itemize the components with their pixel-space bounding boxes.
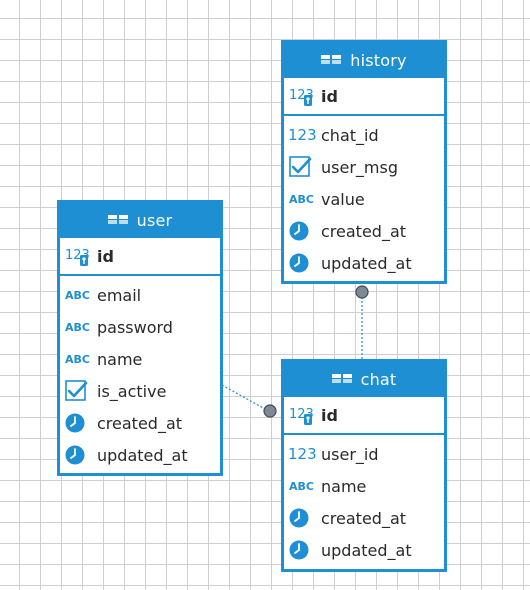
svg-text:ABC: ABC [289,193,314,206]
checkbox-icon [288,156,316,178]
relation-anchor-history[interactable] [355,285,369,299]
table-icon [321,55,350,66]
clock-icon [288,252,316,274]
numeric-icon: 123 [288,124,316,146]
column-name: created_at [97,413,183,433]
text-icon: ABC [64,284,92,306]
numeric-key-icon: 123 [288,85,316,107]
column-name: updated_at [321,540,412,560]
entity-header-history[interactable]: history [284,43,444,78]
column-name: created_at [321,221,407,241]
svg-text:ABC: ABC [65,321,90,334]
entity-title: user [136,211,173,230]
entity-header-chat[interactable]: chat [284,362,444,397]
column-name: email [97,285,142,305]
column-name: user_id [321,444,379,464]
entity-header-user[interactable]: user [60,203,220,238]
clock-icon [64,412,92,434]
column-row[interactable]: created_at [60,407,220,439]
text-icon: ABC [288,475,316,497]
entity-title: history [350,51,407,70]
numeric-key-icon: 123 [64,245,92,267]
table-icon [107,215,137,226]
numeric-icon: 123 [288,443,316,465]
clock-icon [64,444,92,466]
column-name: chat_id [321,125,379,145]
text-icon: ABC [64,316,92,338]
column-row[interactable]: 123 user_id [284,438,444,470]
column-row[interactable]: updated_at [284,247,444,279]
entity-title: chat [360,370,397,389]
column-row[interactable]: created_at [284,502,444,534]
column-name: id [321,86,338,106]
column-name: updated_at [321,253,412,273]
svg-text:ABC: ABC [65,289,90,302]
numeric-key-icon: 123 [288,404,316,426]
column-name: created_at [321,508,407,528]
svg-text:123: 123 [288,445,316,463]
svg-text:ABC: ABC [289,480,314,493]
column-name: is_active [97,381,167,401]
text-icon: ABC [64,348,92,370]
column-name: id [321,405,338,425]
table-icon [331,374,361,385]
column-row[interactable]: user_msg [284,151,444,183]
column-name: value [321,189,365,209]
text-icon: ABC [288,188,316,210]
column-row[interactable]: is_active [60,375,220,407]
column-row[interactable]: ABC value [284,183,444,215]
column-row[interactable]: ABC name [284,470,444,502]
column-row[interactable]: 123 chat_id [284,119,444,151]
clock-icon [288,507,316,529]
column-name: name [321,476,367,496]
column-row[interactable]: ABC email [60,279,220,311]
relation-anchor-chat[interactable] [263,404,277,418]
column-name: id [97,246,114,266]
column-row[interactable]: created_at [284,215,444,247]
clock-icon [288,539,316,561]
column-name: user_msg [321,157,398,177]
column-row[interactable]: updated_at [284,534,444,566]
column-name: name [97,349,143,369]
column-name: updated_at [97,445,188,465]
svg-text:ABC: ABC [65,353,90,366]
column-row[interactable]: updated_at [60,439,220,471]
clock-icon [288,220,316,242]
column-name: password [97,317,173,337]
relation-user-chat [221,384,266,410]
column-row[interactable]: ABC password [60,311,220,343]
column-row[interactable]: ABC name [60,343,220,375]
svg-text:123: 123 [288,126,316,144]
checkbox-icon [64,380,92,402]
